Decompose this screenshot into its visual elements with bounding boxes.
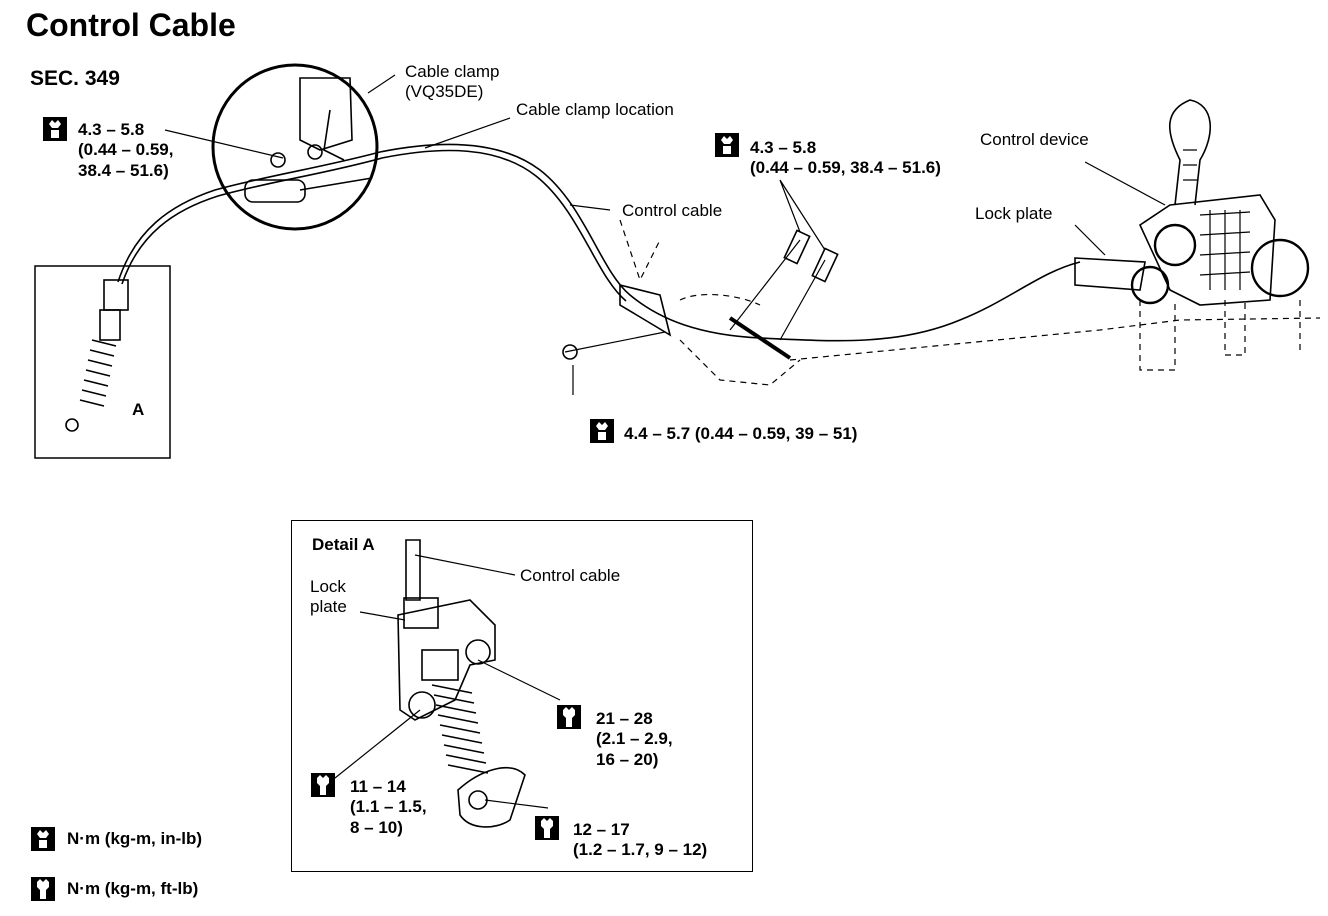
section-number: SEC. 349 (30, 67, 120, 90)
detail-a-frame (291, 520, 753, 872)
detail-torque-left: 11 – 14(1.1 – 1.5,8 – 10) (350, 777, 427, 837)
cable-clamp-location-label: Cable clamp location (516, 100, 674, 119)
torque-wrench-outline-icon (557, 705, 581, 729)
torque-bracket: 4.3 – 5.8(0.44 – 0.59, 38.4 – 51.6) (750, 138, 941, 178)
torque-wrench-filled-icon (31, 827, 55, 851)
torque-wrench-filled-icon (43, 117, 67, 141)
control-device-housing (1138, 194, 1276, 306)
detail-torque-bottom: 12 – 17(1.2 – 1.7, 9 – 12) (573, 820, 708, 860)
cable-clamp-label: Cable clamp(VQ35DE) (405, 62, 500, 102)
control-device-label: Control device (980, 130, 1089, 149)
cable-clamp-magnifier (211, 63, 379, 231)
detail-control-cable-label: Control cable (520, 566, 621, 585)
torque-wrench-filled-icon (715, 133, 739, 157)
torque-wrench-outline-icon (31, 877, 55, 901)
torque-wrench-outline-icon (311, 773, 335, 797)
detail-a-marker: A (132, 400, 145, 419)
torque-wrench-outline-icon (535, 816, 559, 840)
legend-in-lb: N·m (kg-m, in-lb) (67, 829, 203, 848)
detail-torque-right: 21 – 28(2.1 – 2.9,16 – 20) (596, 709, 673, 769)
control-cable-label: Control cable (622, 201, 723, 220)
torque-clamp: 4.3 – 5.8(0.44 – 0.59,38.4 – 51.6) (78, 120, 174, 180)
control-cable-path (117, 143, 1081, 342)
legend-ft-lb: N·m (kg-m, ft-lb) (67, 879, 199, 898)
detail-a-box (34, 265, 171, 459)
detail-a-title: Detail A (312, 535, 375, 554)
lock-plate-label: Lock plate (975, 204, 1053, 223)
torque-wrench-filled-icon (590, 419, 614, 443)
page-title: Control Cable (26, 7, 236, 43)
torque-bottom-bolt: 4.4 – 5.7 (0.44 – 0.59, 39 – 51) (624, 424, 858, 443)
clamp-leader (367, 74, 396, 94)
